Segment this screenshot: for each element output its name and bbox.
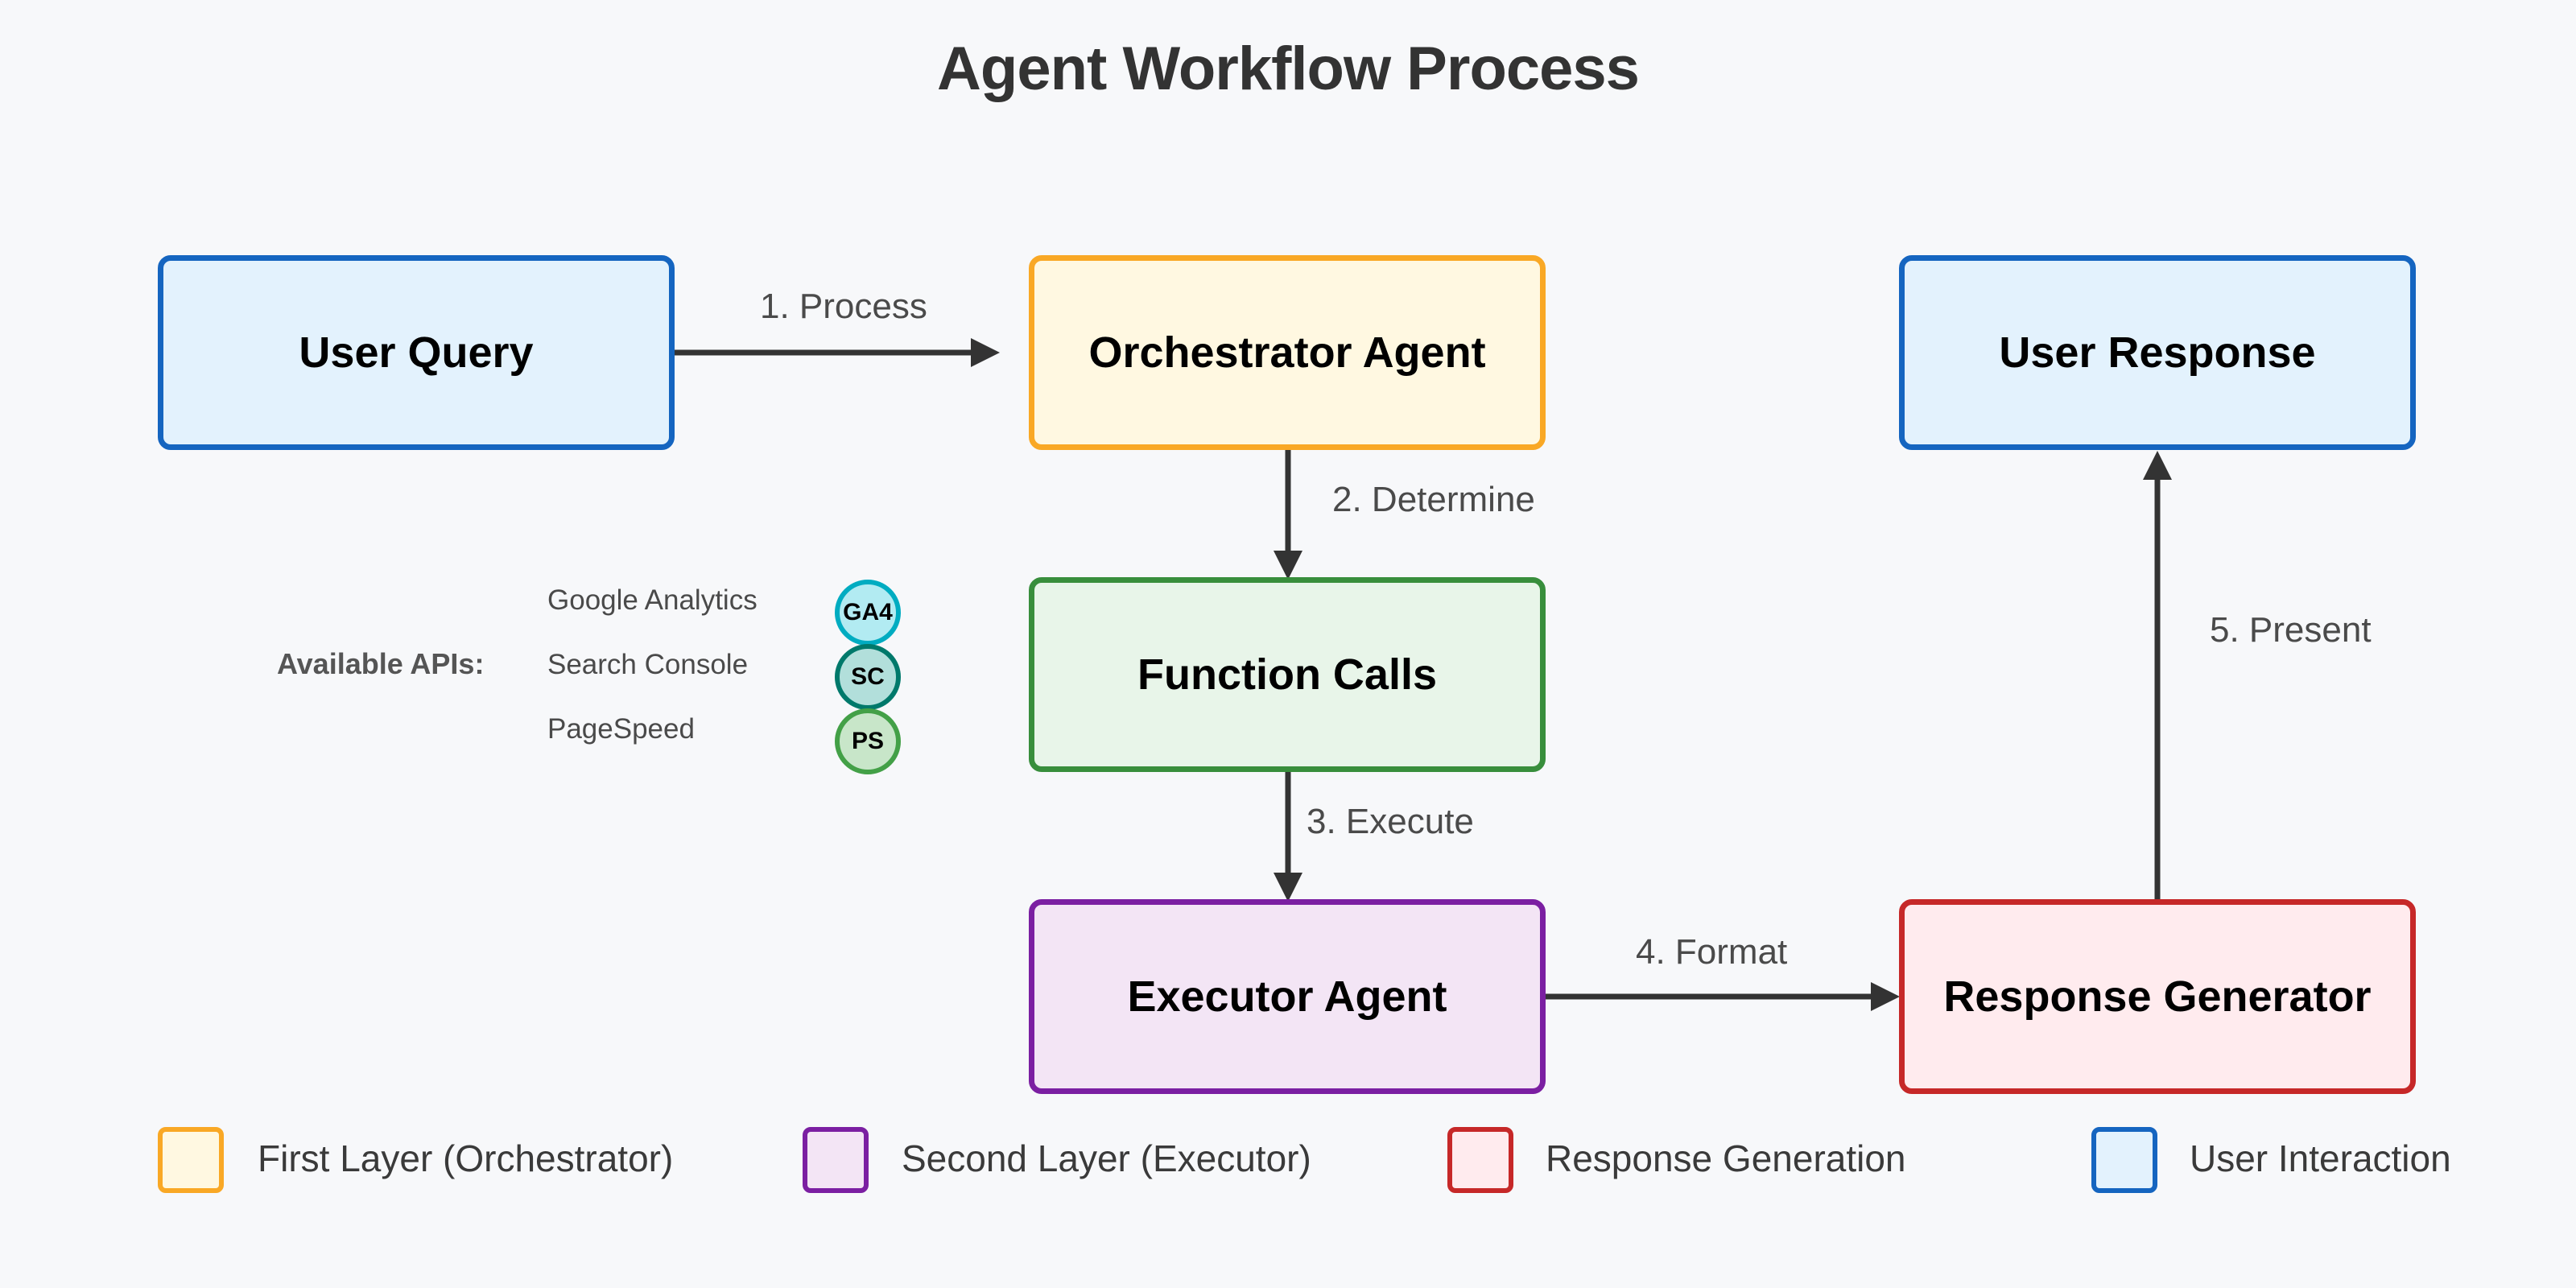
- arrow-present: [2143, 451, 2172, 900]
- edge-label-format: 4. Format: [1636, 932, 1788, 972]
- edge-label-process: 1. Process: [760, 287, 927, 326]
- node-label: Executor Agent: [1127, 972, 1447, 1021]
- legend-swatch-user-interaction: [2091, 1127, 2157, 1193]
- arrow-process: [675, 338, 1000, 367]
- api-name-pagespeed: PageSpeed: [547, 713, 695, 745]
- ga4-badge-icon: GA4: [835, 580, 901, 646]
- diagram-title: Agent Workflow Process: [937, 35, 1640, 103]
- badge-text: SC: [851, 663, 885, 690]
- badge-text: PS: [851, 728, 885, 754]
- node-label: User Response: [1999, 328, 2316, 377]
- legend-label-user-interaction: User Interaction: [2190, 1137, 2451, 1179]
- edge-label-determine: 2. Determine: [1332, 480, 1535, 519]
- legend-swatch-second-layer: [803, 1127, 869, 1193]
- node-executor-agent: Executor Agent: [1029, 899, 1546, 1094]
- legend-label-second-layer: Second Layer (Executor): [902, 1137, 1311, 1179]
- available-apis-heading: Available APIs:: [277, 647, 485, 680]
- edge-label-execute: 3. Execute: [1307, 802, 1474, 841]
- legend-swatch-response-generation: [1447, 1127, 1513, 1193]
- node-label: Orchestrator Agent: [1088, 328, 1486, 377]
- node-label: User Query: [299, 328, 534, 377]
- arrow-determine: [1274, 450, 1302, 580]
- ps-badge-icon: PS: [835, 708, 901, 774]
- node-orchestrator-agent: Orchestrator Agent: [1029, 255, 1546, 450]
- legend-swatch-first-layer: [158, 1127, 224, 1193]
- edge-label-present: 5. Present: [2210, 610, 2372, 650]
- arrow-execute: [1274, 772, 1302, 902]
- legend-label-first-layer: First Layer (Orchestrator): [258, 1137, 674, 1179]
- node-function-calls: Function Calls: [1029, 577, 1546, 772]
- node-label: Response Generator: [1943, 972, 2372, 1021]
- node-label: Function Calls: [1137, 650, 1437, 699]
- api-name-google-analytics: Google Analytics: [547, 584, 758, 616]
- api-name-search-console: Search Console: [547, 649, 749, 680]
- badge-text: GA4: [843, 599, 893, 625]
- legend-label-response-generation: Response Generation: [1546, 1137, 1906, 1179]
- node-user-query: User Query: [158, 255, 675, 450]
- arrow-format: [1546, 982, 1900, 1011]
- node-response-generator: Response Generator: [1899, 899, 2416, 1094]
- sc-badge-icon: SC: [835, 644, 901, 710]
- node-user-response: User Response: [1899, 255, 2416, 450]
